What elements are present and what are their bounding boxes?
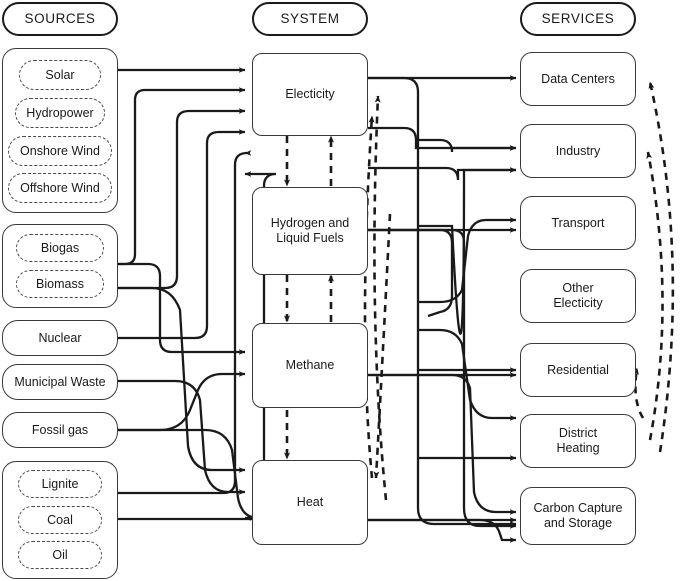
- column-header-services-label: SERVICES: [541, 10, 615, 26]
- source-item-hydropower[interactable]: Hydropower: [15, 98, 105, 128]
- source-item-hydropower-label: Hydropower: [26, 106, 94, 120]
- source-item-oil-label: Oil: [52, 548, 68, 562]
- source-item-solar-label: Solar: [45, 68, 75, 82]
- system-node-methane[interactable]: Methane: [252, 323, 368, 408]
- source-item-solar[interactable]: Solar: [19, 60, 101, 90]
- system-node-hydrogen-line-1: Hydrogen and: [270, 216, 350, 230]
- source-item-coal[interactable]: Coal: [18, 506, 102, 534]
- source-item-lignite[interactable]: Lignite: [18, 470, 102, 498]
- system-node-electricity[interactable]: Electicity: [252, 53, 368, 136]
- source-item-onshore-wind-label: Onshore Wind: [20, 144, 100, 158]
- column-header-services: SERVICES: [520, 2, 636, 36]
- service-node-other-electricity-line-2: Electicity: [553, 296, 603, 310]
- service-node-district-heating-line-1: District: [558, 426, 598, 440]
- service-node-residential[interactable]: Residential: [520, 343, 636, 397]
- source-item-nuclear[interactable]: Nuclear: [2, 320, 118, 356]
- source-item-fossil-gas-label: Fossil gas: [31, 422, 89, 437]
- system-node-methane-label: Methane: [285, 358, 335, 372]
- system-node-heat[interactable]: Heat: [252, 460, 368, 545]
- service-node-data-centers[interactable]: Data Centers: [520, 52, 636, 106]
- source-item-offshore-wind[interactable]: Offshore Wind: [8, 173, 112, 203]
- service-node-other-electricity[interactable]: Other Electicity: [520, 269, 636, 323]
- service-node-other-electricity-line-1: Other: [562, 281, 594, 295]
- service-node-residential-label: Residential: [547, 362, 609, 377]
- source-item-biomass-label: Biomass: [36, 277, 84, 291]
- source-item-municipal-waste-label: Municipal Waste: [14, 374, 106, 389]
- solid-flow-edges-detail: [368, 126, 517, 181]
- source-item-biogas-label: Biogas: [40, 241, 80, 255]
- system-node-electricity-label: Electicity: [285, 87, 335, 101]
- source-item-oil[interactable]: Oil: [18, 541, 102, 569]
- service-node-transport[interactable]: Transport: [520, 196, 636, 250]
- service-node-industry-label: Industry: [555, 143, 601, 158]
- source-item-fossil-gas[interactable]: Fossil gas: [2, 412, 118, 448]
- service-node-ccs-line-2: and Storage: [543, 516, 613, 530]
- column-header-sources: SOURCES: [2, 2, 118, 36]
- service-node-district-heating[interactable]: District Heating: [520, 414, 636, 468]
- system-node-hydrogen-line-2: Liquid Fuels: [276, 231, 344, 245]
- source-item-onshore-wind[interactable]: Onshore Wind: [8, 136, 112, 166]
- column-header-system: SYSTEM: [252, 2, 368, 36]
- service-node-transport-label: Transport: [551, 215, 605, 230]
- column-header-system-label: SYSTEM: [280, 10, 340, 26]
- service-node-data-centers-label: Data Centers: [541, 71, 615, 86]
- source-item-biomass[interactable]: Biomass: [16, 270, 104, 298]
- system-node-heat-label: Heat: [296, 495, 324, 509]
- source-item-biogas[interactable]: Biogas: [16, 234, 104, 262]
- service-node-district-heating-line-2: Heating: [556, 441, 600, 455]
- service-node-industry[interactable]: Industry: [520, 124, 636, 178]
- column-header-sources-label: SOURCES: [24, 10, 96, 26]
- service-node-carbon-capture-and-storage[interactable]: Carbon Capture and Storage: [520, 487, 636, 545]
- source-item-municipal-waste[interactable]: Municipal Waste: [2, 364, 118, 400]
- system-node-hydrogen-and-liquid-fuels[interactable]: Hydrogen and Liquid Fuels: [252, 187, 368, 275]
- source-item-coal-label: Coal: [47, 513, 73, 527]
- source-item-lignite-label: Lignite: [41, 477, 79, 491]
- service-node-ccs-line-1: Carbon Capture: [533, 501, 623, 515]
- source-item-offshore-wind-label: Offshore Wind: [20, 181, 100, 195]
- source-item-nuclear-label: Nuclear: [38, 330, 82, 345]
